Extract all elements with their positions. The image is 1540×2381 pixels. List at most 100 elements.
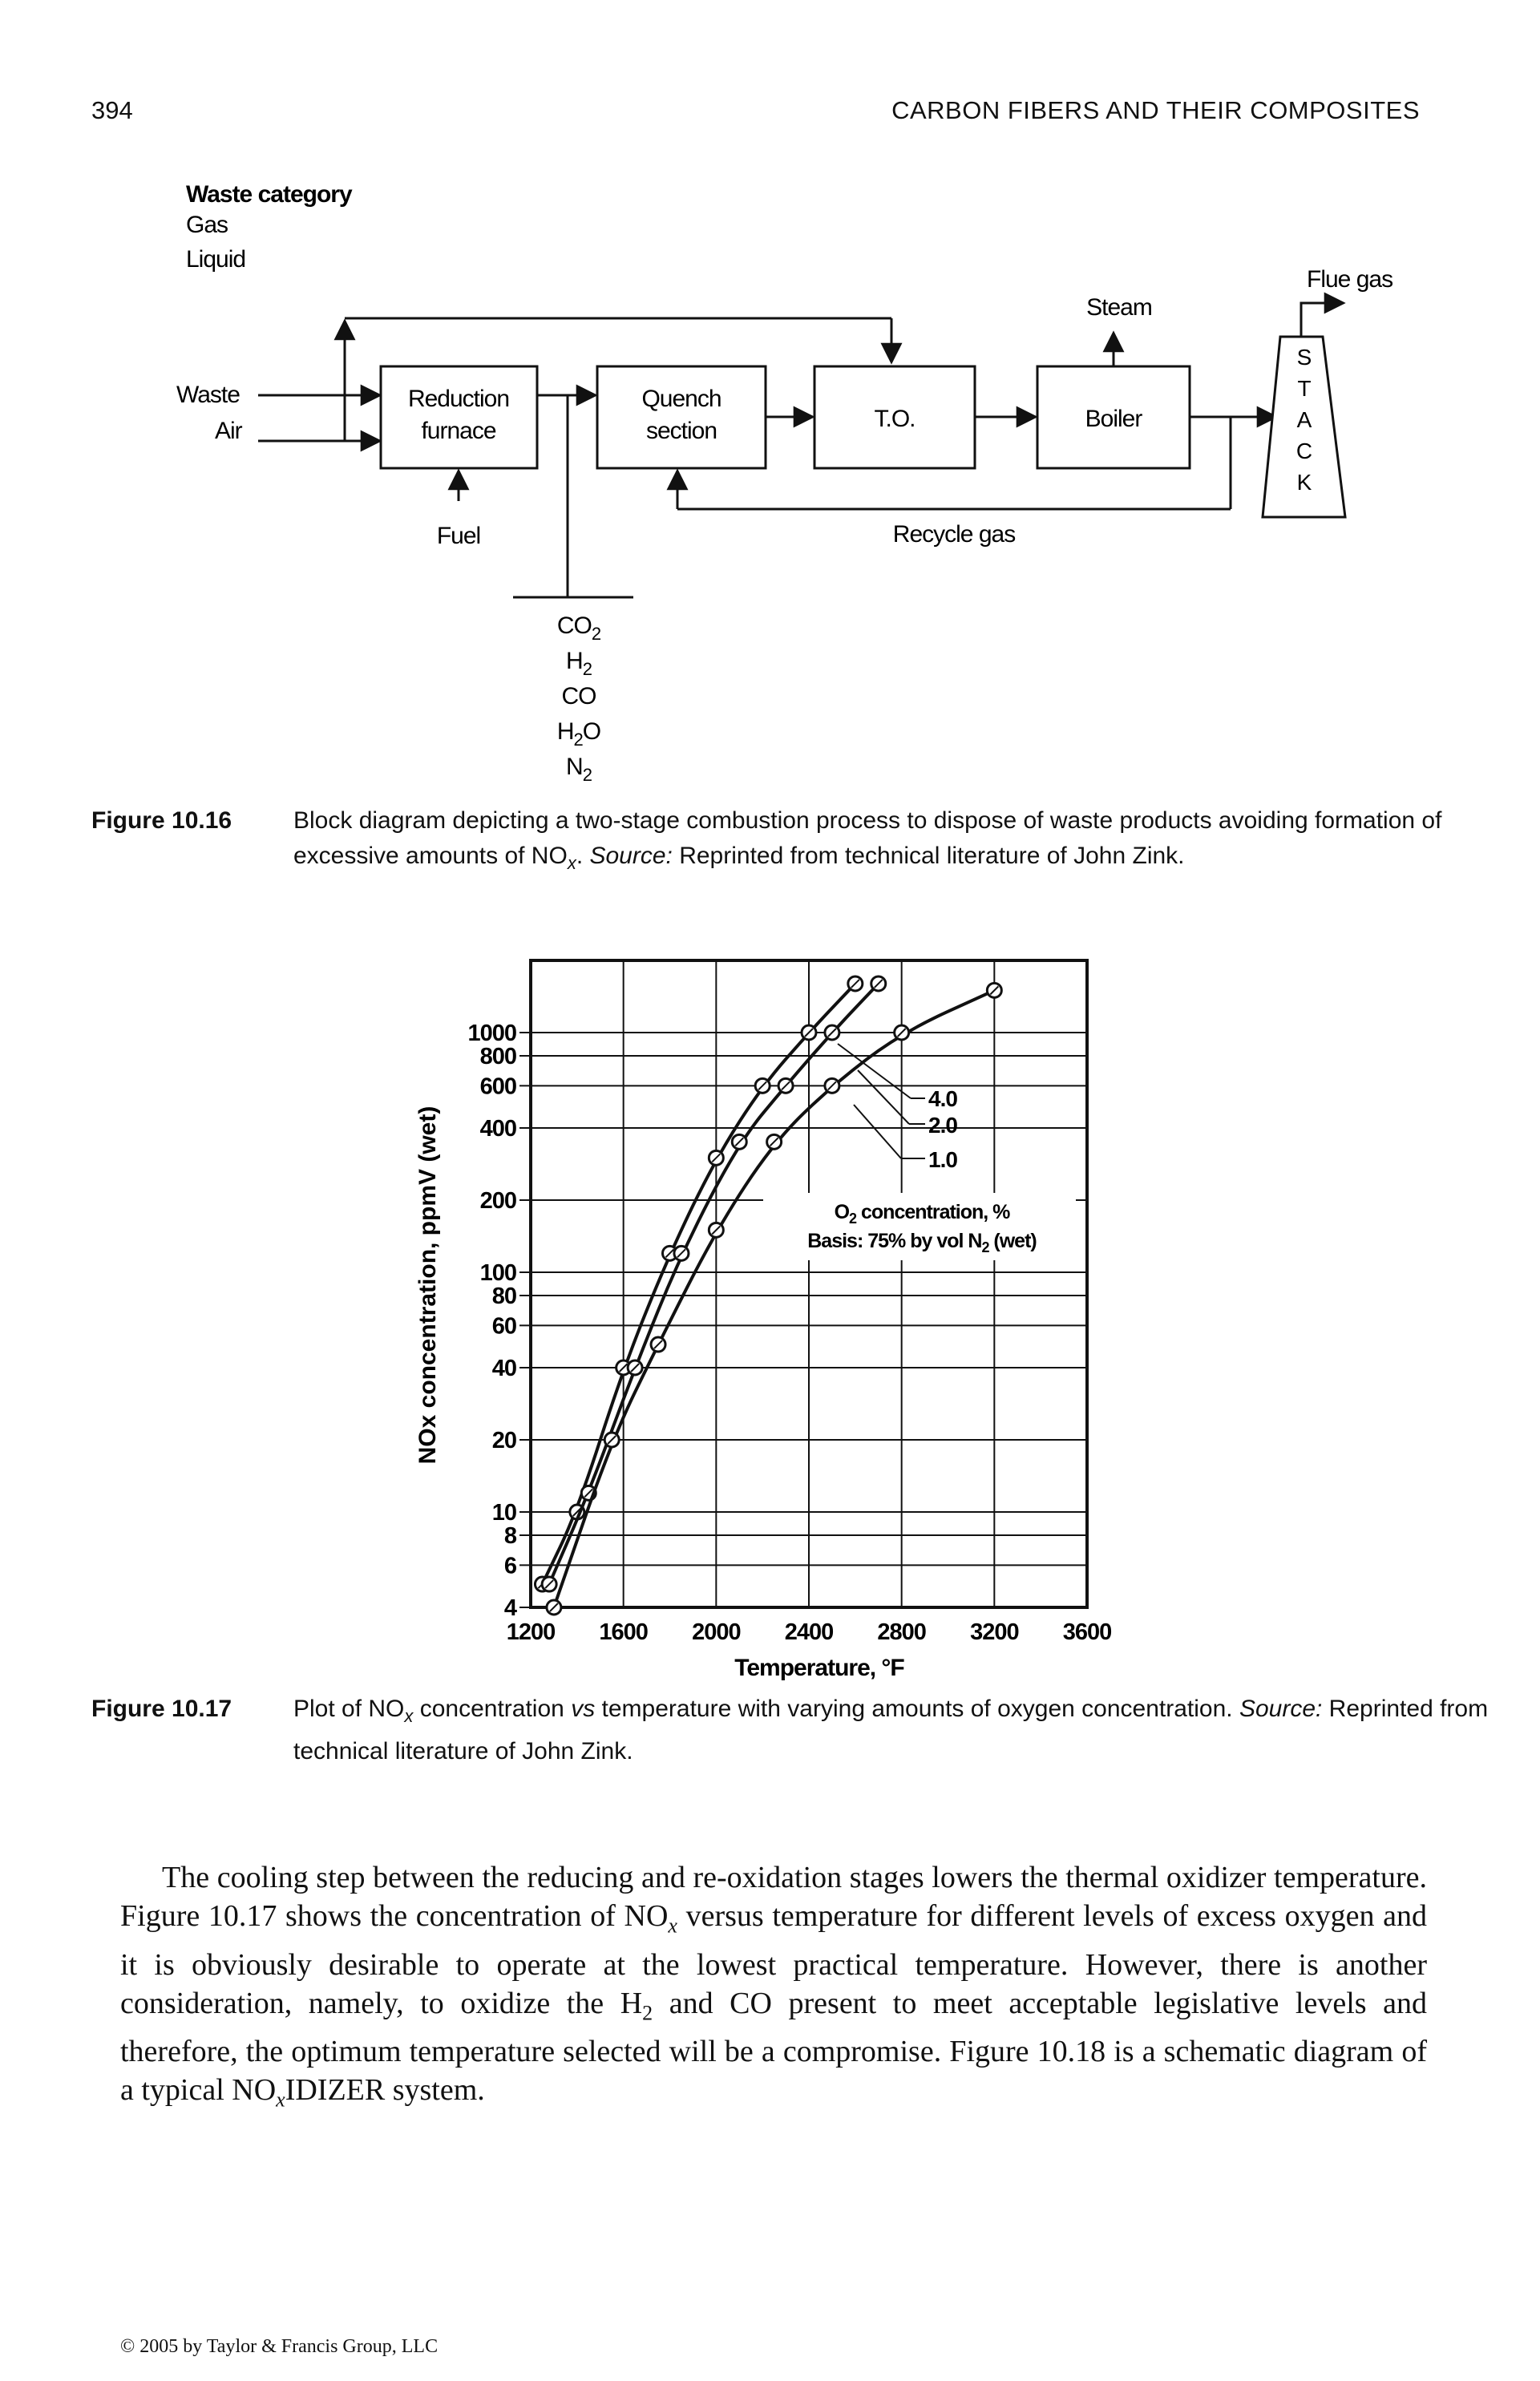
annotation-line-1: O2 concentration, % — [835, 1201, 1011, 1227]
off-gas-co2: CO2 — [557, 612, 601, 644]
data-point-mark — [549, 1603, 559, 1612]
quench-section-label-line2: section — [646, 418, 717, 444]
air-input-label: Air — [215, 418, 243, 444]
footer-copyright: © 2005 by Taylor & Francis Group, LLC — [120, 2336, 439, 2357]
y-tick-label: 100 — [480, 1260, 516, 1286]
fuel-label: Fuel — [437, 523, 480, 549]
annotation-box-bg — [763, 1193, 1076, 1260]
data-point-mark — [989, 985, 1000, 996]
x-tick-labels: 1200 1600 2000 2400 2800 3200 3600 — [507, 1619, 1113, 1645]
page-number: 394 — [91, 96, 133, 124]
steam-label: Steam — [1086, 294, 1152, 321]
y-tick-label: 10 — [492, 1500, 516, 1526]
series-label-1-0: 1.0 — [928, 1147, 957, 1172]
data-point-mark — [584, 1488, 593, 1498]
y-tick-label: 8 — [504, 1523, 517, 1549]
data-point-mark — [827, 1081, 837, 1091]
chart-series — [533, 975, 1003, 1616]
quench-section-label-line1: Quench — [641, 386, 721, 412]
waste-category-title: Waste category — [186, 181, 353, 208]
figure-10-16-block-diagram: Waste category Gas Liquid Waste Air Redu… — [176, 181, 1393, 785]
series-label-4-0: 4.0 — [928, 1086, 957, 1111]
reduction-furnace-block — [379, 365, 539, 470]
data-point-mark — [781, 1081, 790, 1091]
flue-gas-outlet — [1300, 292, 1346, 337]
x-tick-label: 1200 — [507, 1619, 556, 1645]
x-axis-title: Temperature, °F — [734, 1655, 904, 1681]
data-point-mark — [758, 1081, 767, 1091]
stack-letter-k: K — [1297, 470, 1312, 495]
data-point-mark — [874, 979, 883, 988]
data-point-mark — [734, 1137, 744, 1147]
x-tick-label: 1600 — [599, 1619, 648, 1645]
data-point-mark — [896, 1028, 907, 1037]
y-tick-label: 60 — [492, 1313, 516, 1339]
figure-10-17-label: Figure 10.17 — [91, 1696, 232, 1722]
data-point-mark — [653, 1340, 663, 1349]
y-tick-label: 800 — [480, 1044, 516, 1069]
chart-grid — [519, 960, 1088, 1608]
figure-10-16-label: Figure 10.16 — [91, 807, 232, 834]
data-point-mark — [827, 1028, 837, 1037]
x-tick-label: 3200 — [970, 1619, 1019, 1645]
x-tick-label: 3600 — [1063, 1619, 1112, 1645]
y-axis-title: NOx concentration, ppmV (wet) — [414, 1106, 441, 1465]
stack-letter-c: C — [1296, 439, 1312, 463]
off-gas-co: CO — [562, 683, 596, 709]
figure-10-16-caption: Figure 10.16 Block diagram depicting a t… — [91, 803, 1454, 883]
y-tick-label: 1000 — [467, 1021, 516, 1046]
series-line-1-0 — [552, 988, 996, 1608]
x-tick-label: 2400 — [785, 1619, 834, 1645]
reduction-furnace-label-line2: furnace — [421, 418, 495, 444]
data-point-mark — [769, 1137, 779, 1147]
data-point-mark — [677, 1248, 686, 1259]
recycle-gas-label: Recycle gas — [893, 521, 1015, 548]
data-point-mark — [711, 1225, 721, 1235]
stack-letter-a: A — [1297, 407, 1312, 432]
series-label-2-0: 2.0 — [928, 1113, 957, 1138]
stack-letter-t: T — [1297, 376, 1311, 401]
quench-section-block — [596, 365, 767, 470]
data-point-mark — [665, 1248, 675, 1259]
y-tick-label: 600 — [480, 1073, 516, 1099]
boiler-label: Boiler — [1085, 406, 1143, 432]
figure-10-16-caption-text: Block diagram depicting a two-stage comb… — [293, 807, 1442, 873]
waste-category-item-liquid: Liquid — [186, 246, 245, 273]
y-tick-label: 20 — [492, 1428, 516, 1453]
data-point-mark — [711, 1153, 721, 1163]
y-tick-label: 400 — [480, 1116, 516, 1142]
data-point-mark — [630, 1363, 640, 1372]
y-tick-label: 80 — [492, 1283, 516, 1309]
data-point-mark — [851, 979, 860, 988]
thermal-oxidizer-block — [813, 365, 976, 470]
annotation-line-2: Basis: 75% by vol N2 (wet) — [807, 1230, 1037, 1255]
y-tick-label: 200 — [480, 1188, 516, 1214]
running-head: 394 CARBON FIBERS AND THEIR COMPOSITES — [0, 0, 1540, 144]
series-line-2-0 — [548, 982, 880, 1585]
y-tick-label: 4 — [504, 1595, 517, 1621]
figure-10-17-caption-text: Plot of NOx concentration vs temperature… — [293, 1696, 1489, 1765]
thermal-oxidizer-label: T.O. — [874, 406, 915, 432]
running-title: CARBON FIBERS AND THEIR COMPOSITES — [891, 96, 1420, 124]
stack-letter-s: S — [1297, 345, 1312, 370]
figure-10-17-caption: Figure 10.17 Plot of NOx concentration v… — [91, 1692, 1488, 1772]
data-point-mark — [618, 1363, 629, 1372]
flue-gas-label: Flue gas — [1307, 266, 1392, 293]
off-gas-h2: H2 — [566, 648, 592, 679]
off-gas-h2o: H2O — [557, 718, 600, 750]
stack-shape — [1261, 335, 1347, 519]
body-paragraph: The cooling step between the reducing an… — [120, 1861, 1427, 2112]
reduction-furnace-label-line1: Reduction — [408, 386, 509, 412]
data-point-mark — [804, 1028, 814, 1037]
x-tick-label: 2800 — [877, 1619, 926, 1645]
waste-input-label: Waste — [176, 382, 240, 408]
waste-category-item-gas: Gas — [186, 212, 228, 238]
y-tick-label: 40 — [492, 1356, 516, 1381]
data-point-mark — [607, 1435, 616, 1445]
data-point-mark — [544, 1579, 554, 1589]
plot-frame — [529, 959, 1089, 1609]
y-tick-label: 6 — [504, 1553, 517, 1579]
x-tick-label: 2000 — [692, 1619, 741, 1645]
